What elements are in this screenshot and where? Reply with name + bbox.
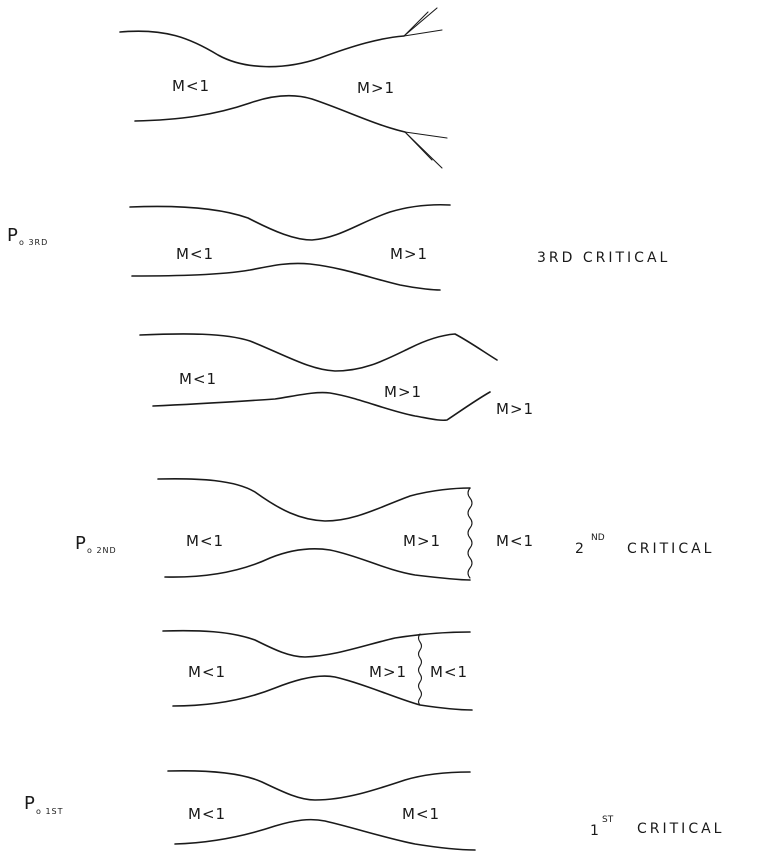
nozzle-1-lower-exit-waves [404, 131, 448, 169]
nozzle-2-mach-converging: M<1 [176, 245, 214, 263]
nozzle-6: P o 1ST M<1 M<1 1 ST CRITICAL [24, 769, 724, 851]
nozzle-4-upper-wall [157, 477, 471, 522]
nozzle-1-mach-converging: M<1 [172, 77, 210, 95]
nozzle-2-pressure-label: P [7, 225, 18, 246]
nozzle-2-mach-diverging: M>1 [390, 245, 428, 263]
nozzle-4-pressure-subscript: o 2ND [87, 546, 117, 555]
nozzle-3-upper-wall [139, 333, 498, 372]
nozzle-2-pressure-subscript: o 3RD [19, 238, 48, 247]
nozzle-4: P o 2ND M<1 M>1 M<1 2 ND CRITICAL [75, 477, 714, 581]
nozzle-6-mach-diverging: M<1 [402, 805, 440, 823]
nozzle-3-lower-wall [152, 391, 491, 422]
nozzle-6-pressure-label: P [24, 793, 35, 814]
nozzle-6-case-superscript: ST [602, 815, 614, 825]
nozzle-5-lower-wall [172, 675, 473, 711]
nozzle-6-upper-wall [167, 769, 471, 801]
nozzle-1-upper-wall [119, 30, 405, 68]
nozzle-4-pressure-label: P [75, 533, 86, 554]
nozzle-1: M<1 M>1 [119, 7, 448, 169]
nozzle-5-mach-converging: M<1 [188, 663, 226, 681]
nozzle-1-mach-diverging: M>1 [357, 79, 395, 97]
nozzle-1-lower-wall [134, 95, 406, 133]
nozzle-5-mach-exit: M<1 [430, 663, 468, 681]
nozzle-6-mach-converging: M<1 [188, 805, 226, 823]
nozzle-6-pressure-subscript: o 1ST [36, 807, 64, 816]
nozzle-3-mach-converging: M<1 [179, 370, 217, 388]
nozzle-4-case-number: 2 [575, 541, 587, 557]
nozzle-6-lower-wall [174, 818, 476, 851]
nozzle-6-case-label: CRITICAL [637, 821, 724, 837]
nozzle-2-lower-wall [131, 262, 441, 291]
nozzle-5: M<1 M>1 M<1 [162, 629, 473, 711]
nozzle-2-upper-wall [129, 203, 451, 241]
nozzle-5-upper-wall [162, 629, 471, 658]
nozzle-4-mach-exit: M<1 [496, 532, 534, 550]
nozzle-5-normal-shock [417, 633, 423, 706]
nozzle-4-case-label: CRITICAL [627, 541, 714, 557]
nozzle-5-mach-diverging: M>1 [369, 663, 407, 681]
nozzle-3-mach-diverging: M>1 [384, 383, 422, 401]
nozzle-2-case-label: 3RD CRITICAL [537, 250, 670, 266]
nozzle-4-normal-shock [467, 487, 473, 579]
nozzle-4-case-superscript: ND [591, 533, 605, 543]
nozzle-1-upper-exit-waves [403, 7, 443, 37]
nozzle-4-lower-wall [164, 548, 471, 581]
nozzle-3: M<1 M>1 M>1 [139, 333, 534, 422]
nozzle-6-case-number: 1 [590, 823, 602, 839]
nozzle-3-mach-exit: M>1 [496, 400, 534, 418]
nozzle-4-mach-converging: M<1 [186, 532, 224, 550]
nozzle-4-mach-diverging: M>1 [403, 532, 441, 550]
nozzle-2: P o 3RD M<1 M>1 3RD CRITICAL [7, 203, 670, 291]
